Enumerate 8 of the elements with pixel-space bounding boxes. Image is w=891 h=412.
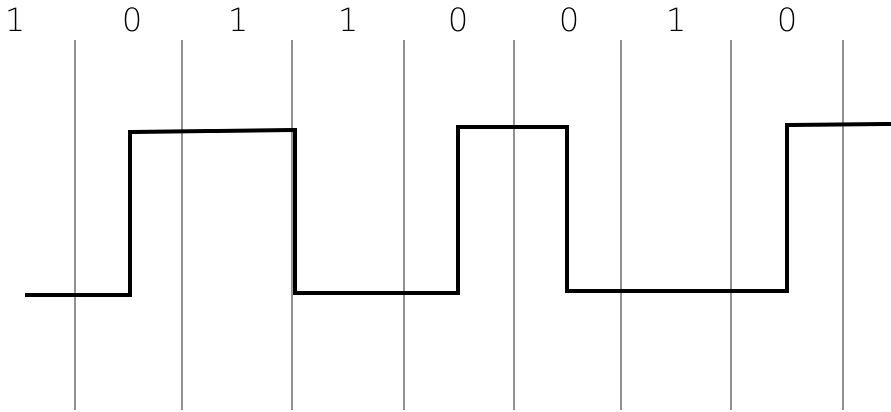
bit-label: 0 — [776, 2, 798, 38]
bit-label: 1 — [338, 2, 358, 38]
bit-label: 1 — [4, 2, 26, 38]
bit-label: 1 — [666, 2, 686, 38]
bit-label: 0 — [448, 2, 468, 38]
bit-label: 0 — [558, 2, 580, 38]
bit-label: 0 — [122, 2, 142, 38]
bit-label: 1 — [228, 2, 248, 38]
